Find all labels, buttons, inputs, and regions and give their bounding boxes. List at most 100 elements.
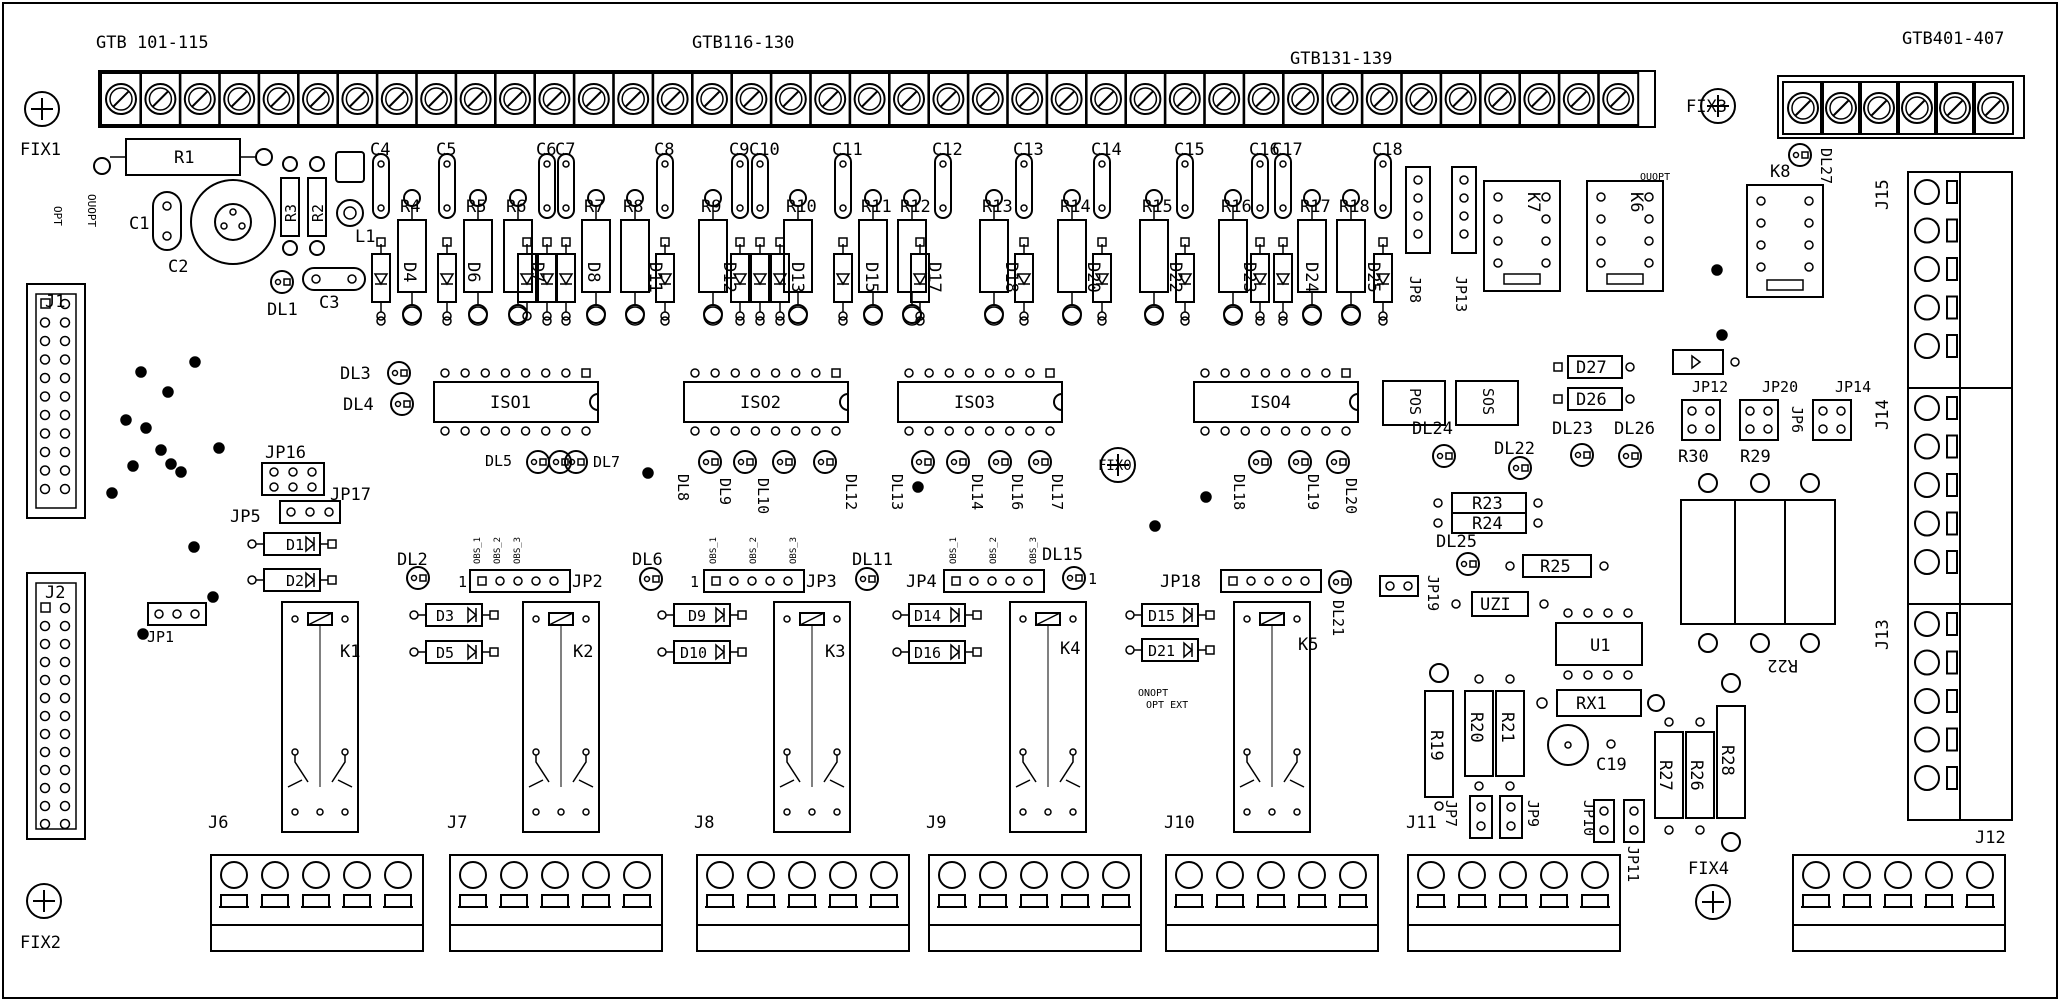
jp8-label: JP8 bbox=[1406, 276, 1424, 303]
k5-label: K5 bbox=[1298, 635, 1318, 655]
dl13-led bbox=[911, 450, 935, 474]
screw-terminal bbox=[1479, 72, 1521, 126]
k7-relay bbox=[1483, 180, 1561, 292]
obs1-jp2: OBS_1 bbox=[473, 537, 483, 564]
d1-label: D1 bbox=[286, 536, 304, 554]
screw-terminal bbox=[1820, 81, 1862, 135]
c8-label: C8 bbox=[654, 140, 674, 160]
j10-label: J10 bbox=[1164, 813, 1195, 833]
opt-ext-label: OPT EXT bbox=[1146, 700, 1188, 711]
dl25-led bbox=[1456, 552, 1480, 576]
r20-label: R20 bbox=[1466, 712, 1486, 743]
k4-label: K4 bbox=[1060, 639, 1080, 659]
r25-label: R25 bbox=[1540, 557, 1571, 577]
d14-label: D14 bbox=[914, 607, 941, 625]
screw-terminal bbox=[730, 72, 773, 126]
l1-inductor bbox=[335, 151, 365, 227]
d4-diode bbox=[371, 237, 391, 321]
screw-terminal bbox=[1124, 72, 1167, 126]
terminal-screw bbox=[1914, 256, 1958, 282]
c10-label: C10 bbox=[749, 140, 780, 160]
dl23-led bbox=[1570, 443, 1594, 467]
dl15-led bbox=[1062, 566, 1086, 590]
screw-terminal bbox=[888, 72, 930, 126]
screw-terminal bbox=[1163, 72, 1206, 126]
dl19-label: DL19 bbox=[1304, 474, 1322, 510]
dl12-label: DL12 bbox=[842, 474, 860, 510]
c9-capacitor bbox=[731, 153, 749, 219]
d13-label: D13 bbox=[787, 262, 807, 293]
r26-label: R26 bbox=[1686, 760, 1706, 791]
k6-relay bbox=[1586, 180, 1664, 292]
k2-label: K2 bbox=[573, 642, 593, 662]
screw-terminal bbox=[1400, 72, 1443, 126]
screw-terminal bbox=[966, 72, 1009, 126]
jp12-label: JP12 bbox=[1692, 378, 1728, 396]
r17-label: R17 bbox=[1300, 197, 1331, 217]
rx1-label: RX1 bbox=[1576, 694, 1607, 714]
onopt-label: ONOPT bbox=[1138, 688, 1168, 699]
d6-label: D6 bbox=[463, 262, 483, 282]
d17-label: D17 bbox=[924, 262, 944, 293]
dl24-label: DL24 bbox=[1412, 419, 1453, 439]
u1-ic bbox=[1555, 608, 1643, 680]
d15-diode bbox=[833, 237, 853, 321]
d2-label: D2 bbox=[286, 572, 304, 590]
dl5-led bbox=[526, 450, 550, 474]
j9-terminal-block bbox=[929, 855, 1141, 951]
c12-capacitor bbox=[934, 153, 952, 219]
screw-terminal bbox=[336, 72, 379, 126]
terminal-screw bbox=[1914, 395, 1958, 421]
screw-terminal bbox=[454, 72, 497, 126]
r29-resistor bbox=[1734, 473, 1786, 653]
screw-terminal bbox=[1934, 81, 1976, 135]
r6-label: R6 bbox=[506, 197, 526, 217]
c16-label: C16 bbox=[1249, 140, 1280, 160]
j2-label: J2 bbox=[45, 583, 65, 603]
screw-terminal bbox=[1045, 72, 1088, 126]
screw-terminal bbox=[1360, 72, 1403, 126]
j13-label: J13 bbox=[1873, 619, 1893, 650]
ouopt-label-k6: OUOPT bbox=[1640, 172, 1670, 183]
j15-label: J15 bbox=[1873, 179, 1893, 210]
r22-resistor bbox=[1784, 473, 1836, 653]
dl10-label: DL10 bbox=[754, 478, 772, 514]
jp18-label: JP18 bbox=[1160, 572, 1201, 592]
j10-terminal-block bbox=[1166, 855, 1378, 951]
c13-label: C13 bbox=[1013, 140, 1044, 160]
j2-connector bbox=[26, 572, 86, 840]
d9-label: D9 bbox=[688, 607, 706, 625]
terminal-screw bbox=[1914, 688, 1958, 714]
jp4-pin1: 1 bbox=[1088, 570, 1097, 588]
screw-terminal bbox=[218, 72, 261, 126]
screw-terminal bbox=[257, 72, 300, 126]
dl13-label: DL13 bbox=[888, 474, 906, 510]
fix2-mounting-hole bbox=[26, 883, 62, 919]
jp17-label: JP17 bbox=[330, 485, 371, 505]
r1-resistor bbox=[93, 138, 273, 176]
obs3-jp4: OBS_3 bbox=[1029, 537, 1039, 564]
c10-capacitor bbox=[751, 153, 769, 219]
dl4-led bbox=[390, 392, 414, 416]
r28-resistor bbox=[1716, 673, 1746, 852]
iso1-label: ISO1 bbox=[490, 393, 531, 413]
d27-label: D27 bbox=[1576, 358, 1607, 378]
r3-label: R3 bbox=[282, 204, 300, 222]
c18-capacitor bbox=[1374, 153, 1392, 219]
jp17-jumper bbox=[279, 500, 341, 524]
terminal-screw bbox=[1914, 333, 1958, 359]
jp1-label: JP1 bbox=[147, 628, 174, 646]
c8-capacitor bbox=[656, 153, 674, 219]
jp8-header bbox=[1405, 166, 1431, 254]
r27-resistor bbox=[1654, 717, 1684, 835]
jp19-jumper bbox=[1379, 575, 1419, 597]
screw-terminal bbox=[494, 72, 536, 126]
d24-label: D24 bbox=[1301, 262, 1321, 293]
r21-resistor bbox=[1495, 674, 1525, 791]
jp9-label: JP9 bbox=[1524, 800, 1542, 827]
dl22-label: DL22 bbox=[1494, 439, 1535, 459]
c4-label: C4 bbox=[370, 140, 390, 160]
jp19-label: JP19 bbox=[1424, 575, 1442, 611]
c2-label: C2 bbox=[168, 257, 188, 277]
c2-capacitor bbox=[190, 179, 276, 265]
